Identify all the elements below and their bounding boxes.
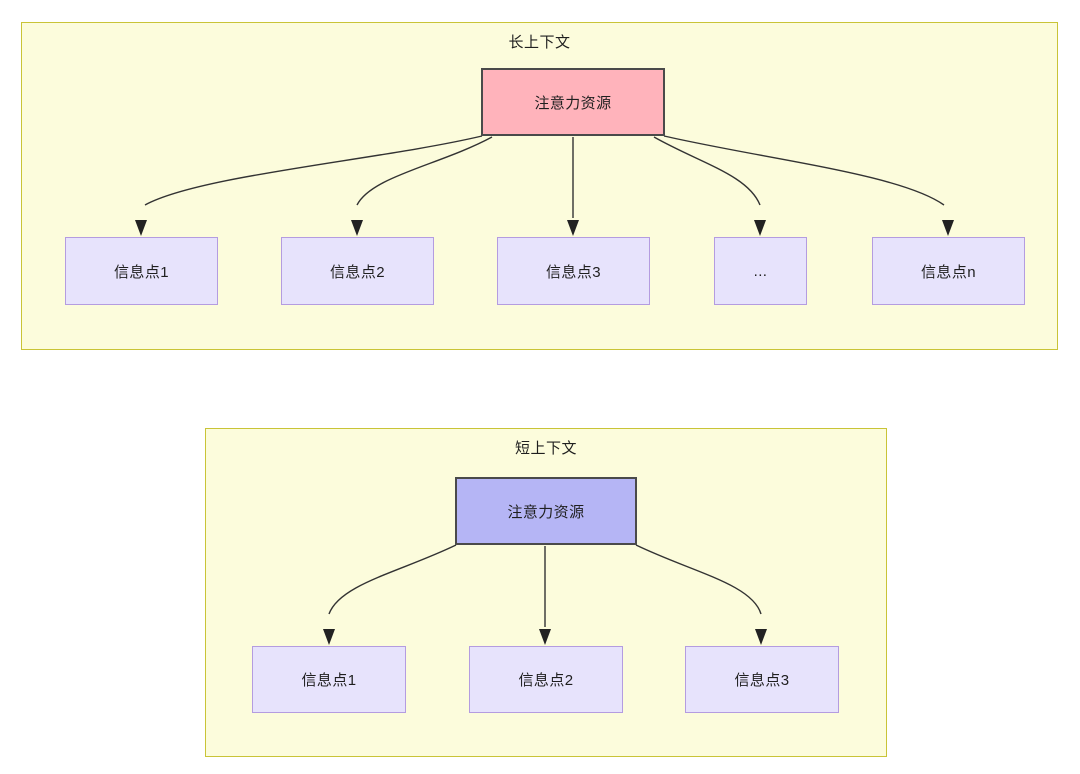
short-context-info-node-1[interactable]: 信息点1: [252, 646, 406, 713]
short-context-root-label: 注意力资源: [507, 503, 585, 521]
short-context-root-node[interactable]: 注意力资源: [455, 477, 637, 545]
long-context-info-label-n: 信息点n: [921, 263, 976, 281]
long-context-root-node[interactable]: 注意力资源: [481, 68, 665, 136]
long-context-info-label-2: 信息点2: [330, 263, 385, 281]
long-context-info-node-n[interactable]: 信息点n: [872, 237, 1025, 305]
long-context-root-label: 注意力资源: [534, 94, 612, 112]
long-context-info-label-ellipsis: ...: [753, 262, 768, 280]
long-context-info-label-1: 信息点1: [114, 263, 169, 281]
short-context-info-label-1: 信息点1: [301, 672, 357, 689]
long-context-info-node-1[interactable]: 信息点1: [65, 237, 218, 305]
long-context-title: 长上下文: [508, 34, 571, 51]
long-context-info-node-ellipsis[interactable]: ...: [714, 237, 807, 305]
long-context-info-label-3: 信息点3: [546, 263, 601, 281]
short-context-info-label-2: 信息点2: [518, 672, 574, 689]
long-context-info-node-3[interactable]: 信息点3: [497, 237, 650, 305]
short-context-info-node-2[interactable]: 信息点2: [469, 646, 623, 713]
short-context-title: 短上下文: [514, 440, 577, 457]
short-context-info-node-3[interactable]: 信息点3: [685, 646, 839, 713]
short-context-info-label-3: 信息点3: [734, 672, 790, 689]
long-context-info-node-2[interactable]: 信息点2: [281, 237, 434, 305]
